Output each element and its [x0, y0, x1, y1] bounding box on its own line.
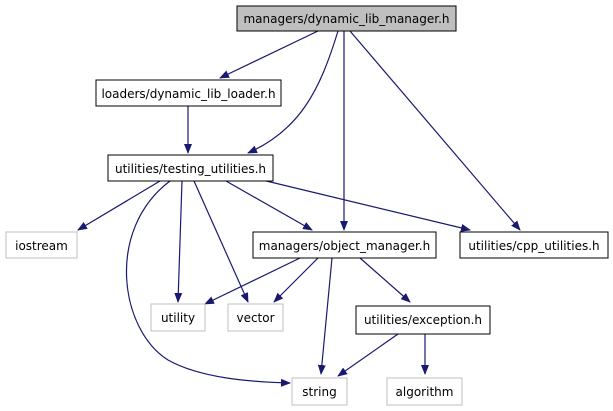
node-utility[interactable]: utility: [150, 303, 206, 332]
node-box: [291, 377, 348, 406]
edge-testing-to-vector: [193, 180, 249, 303]
node-iostream[interactable]: iostream: [5, 231, 78, 259]
edge-object-manager-to-utility: [204, 257, 301, 305]
node-dynamic-lib-manager[interactable]: managers/dynamic_lib_manager.h: [236, 5, 457, 32]
node-algorithm[interactable]: algorithm: [386, 377, 463, 406]
edge-exception-to-string: [337, 333, 399, 377]
node-label: utilities/exception.h: [364, 313, 482, 327]
node-box: [227, 303, 284, 332]
node-label: algorithm: [396, 385, 454, 399]
node-label: utilities/cpp_utilities.h: [468, 239, 599, 253]
node-label: utilities/testing_utilities.h: [115, 162, 266, 176]
node-label: vector: [236, 311, 274, 325]
edge-testing-to-string: [126, 180, 291, 387]
node-object-manager[interactable]: managers/object_manager.h: [252, 231, 437, 259]
edge-testing-to-cpp-utilities: [257, 178, 471, 232]
node-box: [150, 303, 206, 332]
node-label: string: [302, 385, 336, 399]
edge-manager-to-testing: [247, 30, 339, 154]
node-box: [236, 5, 457, 32]
node-vector[interactable]: vector: [227, 303, 284, 332]
edge-testing-to-iostream: [77, 180, 161, 231]
edge-object-manager-to-exception: [359, 257, 411, 303]
node-box: [459, 231, 609, 259]
node-cpp-utilities[interactable]: utilities/cpp_utilities.h: [459, 231, 609, 259]
node-box: [95, 79, 282, 107]
node-label: loaders/dynamic_lib_loader.h: [101, 87, 275, 101]
node-box: [355, 305, 491, 335]
node-testing-utilities[interactable]: utilities/testing_utilities.h: [107, 154, 274, 182]
node-box: [252, 231, 437, 259]
node-dynamic-lib-loader[interactable]: loaders/dynamic_lib_loader.h: [95, 79, 282, 107]
node-label: iostream: [15, 239, 68, 253]
edge-manager-to-loader: [219, 30, 319, 79]
node-exception[interactable]: utilities/exception.h: [355, 305, 491, 335]
edge-manager-to-cpp-utilities: [349, 30, 521, 231]
node-label: managers/object_manager.h: [259, 239, 430, 253]
node-box: [107, 154, 274, 182]
node-box: [5, 231, 78, 259]
node-label: managers/dynamic_lib_manager.h: [243, 12, 449, 26]
edges: [77, 30, 521, 387]
edge-testing-to-object-manager: [225, 180, 313, 231]
node-label: utility: [161, 311, 195, 325]
node-string[interactable]: string: [291, 377, 348, 406]
node-box: [386, 377, 463, 406]
edge-testing-to-utility: [174, 180, 183, 303]
edge-object-manager-to-string: [317, 257, 333, 375]
edge-object-manager-to-vector: [273, 257, 319, 303]
